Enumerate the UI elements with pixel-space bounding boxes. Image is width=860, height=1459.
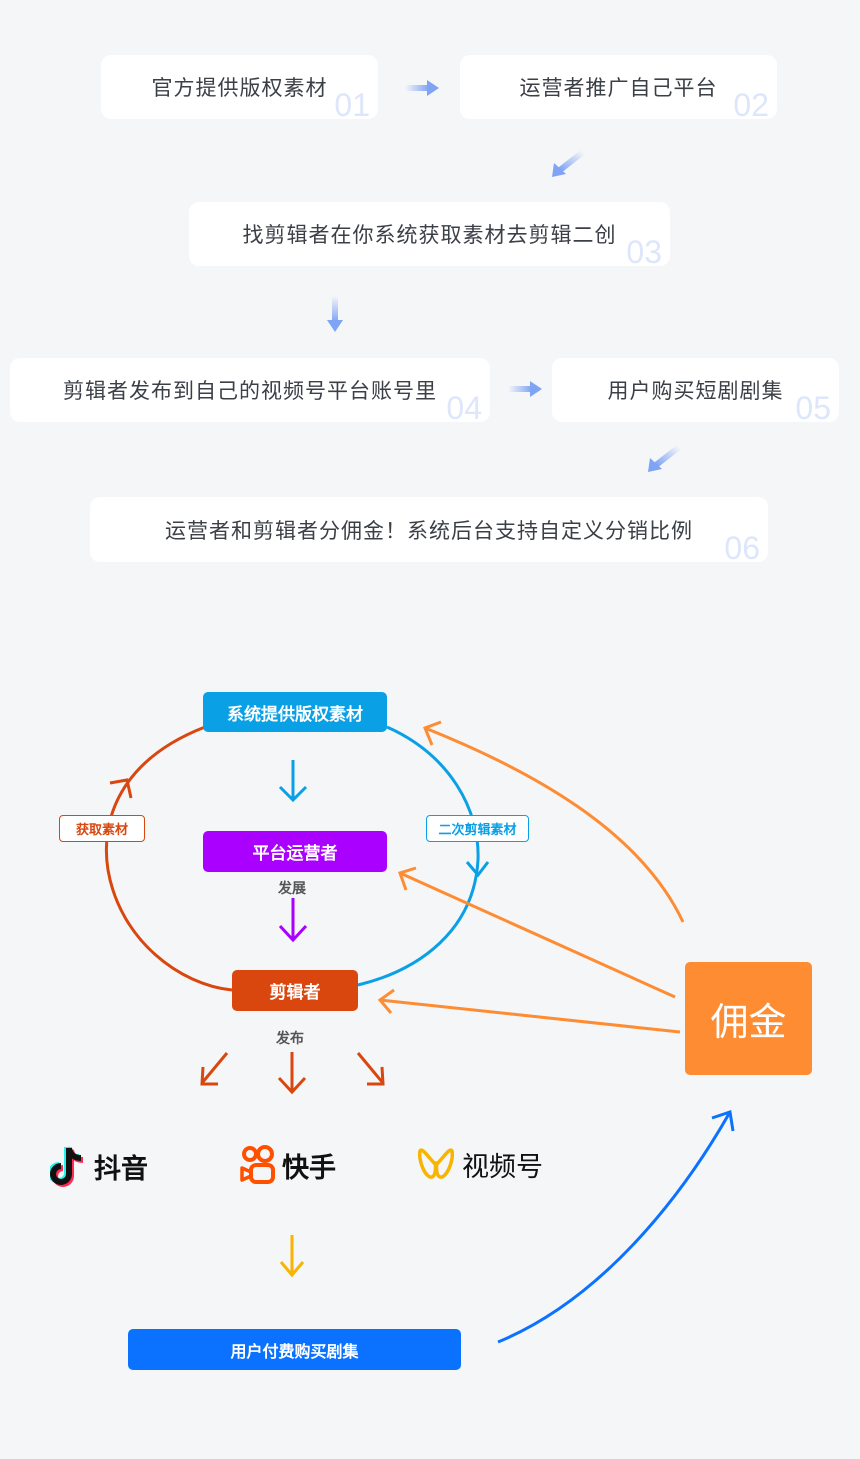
step-number: 01 [334,87,370,123]
step-number: 04 [446,390,482,426]
platform-kuaishou: 快手 [240,1144,336,1186]
step-number: 03 [626,234,662,270]
step-card-02: 运营者推广自己平台 02 [460,55,777,123]
platform-name: 快手 [282,1152,336,1184]
arrow-down-icon [278,785,308,803]
step-card-05: 用户购买短剧剧集 05 [552,358,839,426]
node-editor: 剪辑者 [232,970,358,1011]
commission-arrow-operator [399,871,676,999]
node-user-pay: 用户付费购买剧集 [128,1329,461,1370]
arrow-down-left-icon [200,1066,218,1086]
cycle-arc-left [104,725,233,992]
arrow-down-icon [279,1261,305,1278]
node-platform-operator: 平台运营者 [203,831,387,872]
step-number: 05 [795,390,831,426]
arrow-down-left-icon [648,445,681,472]
caption-develop: 发展 [278,881,306,897]
arrow-right-icon [405,80,439,96]
step-card-04: 剪辑者发布到自己的视频号平台账号里 04 [10,358,490,426]
node-system-material: 系统提供版权素材 [203,692,387,732]
kuaishou-icon [240,1145,275,1184]
step-number: 06 [724,530,760,566]
step-text: 运营者和剪辑者分佣金！系统后台支持自定义分销比例 [165,518,693,543]
arc-arrow-head [109,778,133,799]
step-text: 剪辑者发布到自己的视频号平台账号里 [63,379,437,403]
step-text: 官方提供版权素材 [151,76,328,100]
platform-douyin: 抖音 [50,1144,148,1188]
cycle-arc-right [357,725,480,987]
douyin-icon [50,1146,84,1187]
node-label: 佣金 [710,1000,787,1044]
step-text: 找剪辑者在你系统获取素材去剪辑二创 [242,223,617,247]
tag-re-edit-material: 二次剪辑素材 [426,815,529,842]
arrow-right-icon [508,381,542,397]
platform-channels: 视频号 [416,1145,543,1184]
arrow-down-left-icon [552,150,585,177]
platform-name: 视频号 [462,1152,543,1183]
tag-label: 获取素材 [75,823,128,838]
channels-icon [417,1147,455,1179]
payment-arrow [497,1111,732,1344]
platform-name: 抖音 [94,1153,148,1185]
node-label: 用户付费购买剧集 [230,1341,359,1361]
node-label: 平台运营者 [252,844,338,864]
tag-label: 二次剪辑素材 [438,823,517,838]
arrow-down-right-icon [367,1066,385,1086]
commission-arrow-system [424,726,685,923]
node-label: 系统提供版权素材 [227,704,363,725]
arrow-down-icon [277,1076,307,1095]
step-card-03: 找剪辑者在你系统获取素材去剪辑二创 03 [189,202,670,270]
arrow-down-icon [278,924,308,943]
node-commission: 佣金 [685,962,812,1075]
step-text: 运营者推广自己平台 [519,76,718,100]
commission-arrow-editor [379,998,681,1034]
step-card-06: 运营者和剪辑者分佣金！系统后台支持自定义分销比例 06 [90,497,768,566]
step-number: 02 [733,87,769,123]
caption-publish: 发布 [276,1031,304,1047]
arc-arrow-head [465,861,490,878]
step-card-01: 官方提供版权素材 01 [101,55,378,123]
tag-get-material: 获取素材 [59,815,145,842]
node-label: 剪辑者 [269,983,321,1003]
arrow-down-icon [327,296,343,332]
step-text: 用户购买短剧剧集 [607,379,784,403]
